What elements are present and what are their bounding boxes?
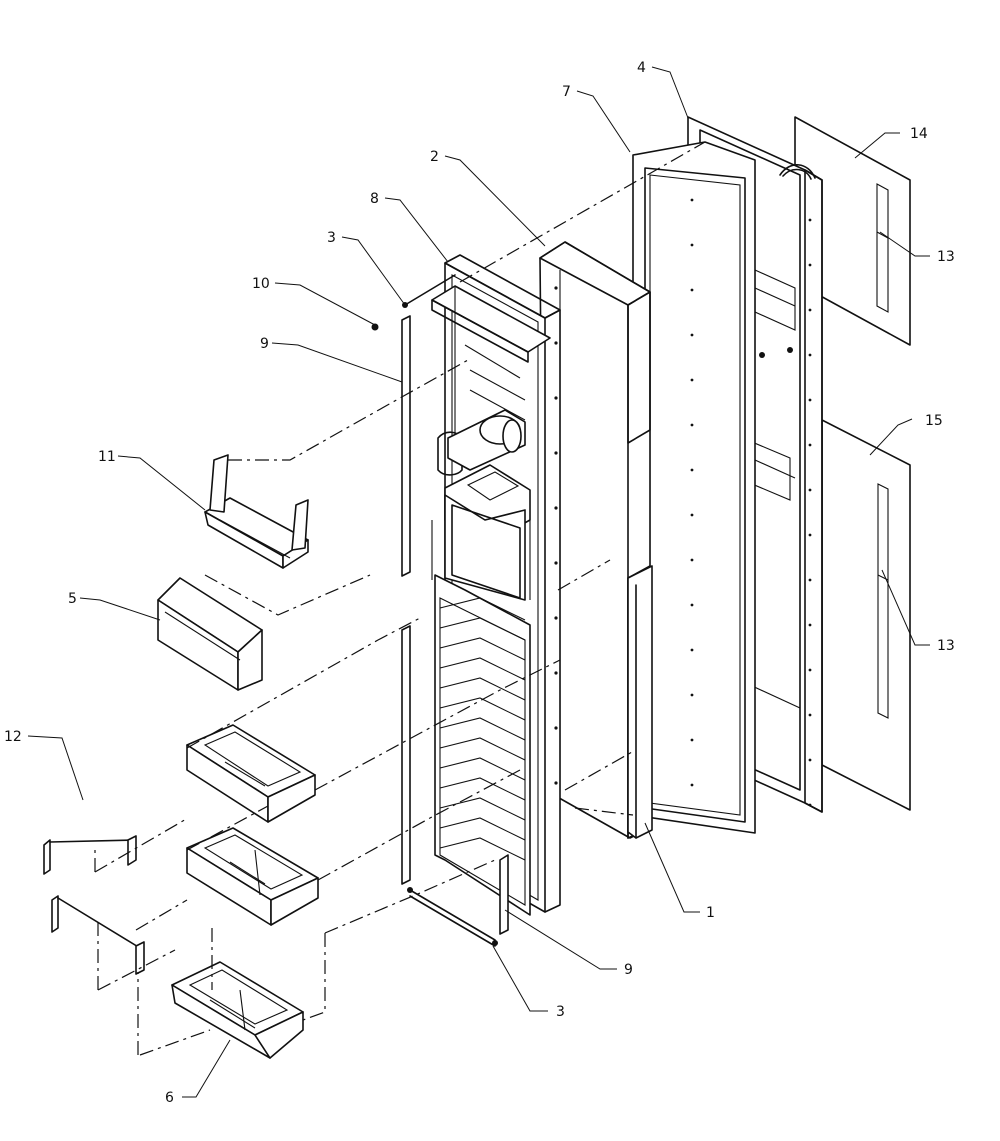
part-11-bottle-bin <box>204 454 309 569</box>
shell-screw-dot <box>690 243 694 247</box>
shell-screw-dot <box>690 198 694 202</box>
shell-screw-dot <box>808 668 812 672</box>
shell-screw-dot <box>690 558 694 562</box>
door-bin-middle <box>186 827 319 926</box>
shell-screw-dot <box>690 423 694 427</box>
liner-rib <box>439 657 526 681</box>
liner-rib <box>439 597 526 621</box>
shell-screw-dot <box>690 513 694 517</box>
callout-9-top: 9 <box>260 336 269 352</box>
callout-6: 6 <box>165 1090 174 1106</box>
liner-rib <box>439 817 526 841</box>
part-5-shelf-bin <box>157 577 263 691</box>
liner-rib <box>439 637 526 661</box>
shell-screw-dot <box>808 263 812 267</box>
liner-screw-dot <box>554 616 558 620</box>
shell-screw-dot <box>690 468 694 472</box>
shell-screw-dot <box>808 623 812 627</box>
callout-13-top: 13 <box>937 249 955 265</box>
shell-screw-dot <box>808 803 812 807</box>
part-15-lower-panel <box>821 419 911 811</box>
shell-screw-dot <box>690 738 694 742</box>
callout-1: 1 <box>706 905 715 921</box>
callout-8: 8 <box>370 191 379 207</box>
part-3-rod-bottom <box>407 887 498 947</box>
liner-screw-dot <box>554 561 558 565</box>
callout-11: 11 <box>98 449 116 465</box>
liner-rib <box>439 777 526 801</box>
liner-rib <box>439 737 526 761</box>
callout-labels: 4 7 2 8 3 10 9 11 5 12 14 13 15 13 1 9 3… <box>4 60 955 1106</box>
shell-screw-dot <box>690 603 694 607</box>
liner-screw-dot <box>554 451 558 455</box>
shell-screw-dot <box>808 308 812 312</box>
part-10-screw <box>371 323 379 331</box>
part-1-door-trim <box>627 565 653 839</box>
callout-7: 7 <box>562 84 571 100</box>
liner-ribs <box>439 198 812 861</box>
liner-screw-dot <box>554 506 558 510</box>
shell-screw-dot <box>808 533 812 537</box>
liner-rib <box>439 697 526 721</box>
callout-12: 12 <box>4 729 22 745</box>
callout-10: 10 <box>252 276 270 292</box>
liner-screw-dot <box>554 781 558 785</box>
liner-rib <box>439 837 526 861</box>
part-8-freezer-liner <box>431 254 561 916</box>
shell-screw-dot <box>808 758 812 762</box>
shell-screw-dot <box>808 353 812 357</box>
part-12-rail-lower <box>51 895 145 975</box>
liner-rib <box>439 757 526 781</box>
liner-screw-dot <box>554 671 558 675</box>
shell-screw-dot <box>808 488 812 492</box>
shell-screw-dot <box>808 578 812 582</box>
callout-13-bottom: 13 <box>937 638 955 654</box>
door-bin-upper <box>186 724 316 823</box>
shell-screw-dot <box>808 398 812 402</box>
part-9-strip-lower <box>401 625 509 935</box>
shell-screw-dot <box>690 333 694 337</box>
shell-screw-dot <box>690 693 694 697</box>
shell-screw-dot <box>808 713 812 717</box>
part-9-strip-upper <box>401 315 411 577</box>
callout-9-bottom: 9 <box>624 962 633 978</box>
liner-screw-dot <box>554 341 558 345</box>
callout-4: 4 <box>637 60 646 76</box>
callout-15: 15 <box>925 413 943 429</box>
assembly-lines <box>94 141 706 1056</box>
shell-screw-dot <box>690 783 694 787</box>
liner-rib <box>439 617 526 641</box>
callout-2: 2 <box>430 149 439 165</box>
liner-rib <box>439 677 526 701</box>
liner-rib <box>439 797 526 821</box>
shell-screw-dot <box>690 378 694 382</box>
part-12-rail-upper <box>43 835 137 875</box>
shell-screw-dot <box>808 218 812 222</box>
liner-screw-dot <box>554 726 558 730</box>
liner-screw-dot <box>554 286 558 290</box>
leader-lines <box>27 66 930 1098</box>
liner-screw-dot <box>554 396 558 400</box>
part-6-door-bin-lower <box>171 961 304 1059</box>
callout-3-bottom: 3 <box>556 1004 565 1020</box>
callout-14: 14 <box>910 126 928 142</box>
shell-screw-dot <box>690 288 694 292</box>
shell-screw-dot <box>690 648 694 652</box>
callout-3-top: 3 <box>327 230 336 246</box>
callout-5: 5 <box>68 591 77 607</box>
liner-rib <box>439 717 526 741</box>
shell-screw-dot <box>808 443 812 447</box>
